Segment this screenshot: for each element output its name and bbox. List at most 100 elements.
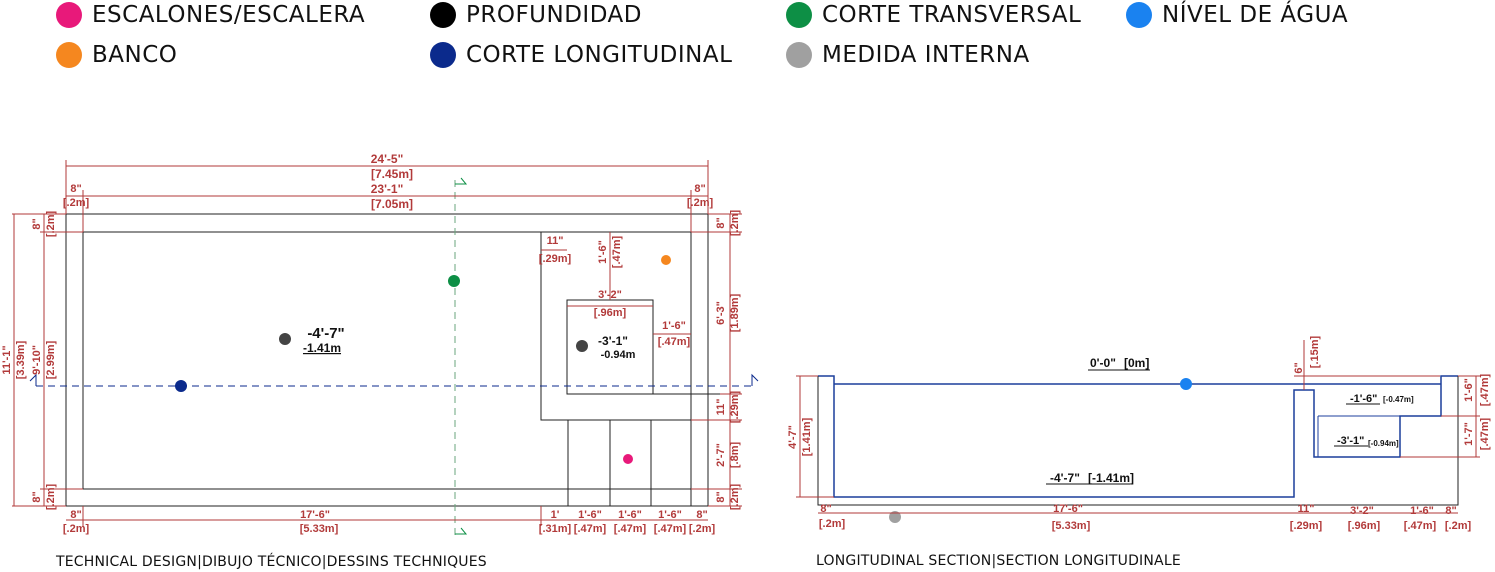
bench-gap-y-ft: 1'-6" [597,240,609,264]
water-level-m: [0m] [1124,356,1149,370]
wall-top-right-ft: 8" [715,217,727,228]
step2-ft: -3'-1" [1337,435,1364,447]
bench-side-m: [.47m] [658,336,691,348]
legend-item-bench: BANCO [56,42,177,68]
right-mid-ft: 11" [715,399,727,416]
bench-width-m: [.96m] [594,307,627,319]
bench-side-ft: 1'-6" [662,320,686,332]
longitudinal-cut-marker [175,380,187,392]
section-view: 0'-0" [0m] -4'-7" [-1.41m] -1'-6" [-0.47… [787,335,1491,532]
bench-gap-x-m: [.29m] [539,253,572,265]
legend-item-depth: PROFUNDIDAD [430,2,642,28]
plan-view: 24'-5" [7.45m] 23'-1" [7.05m] 8" [.2m] 8… [1,152,759,540]
right-upper-m: [1.89m] [729,293,741,332]
legend-label: ESCALONES/ESCALERA [92,2,366,28]
right-upper-ft: 1'-6" [1463,378,1475,402]
cut-arrow-icon [751,373,759,386]
step1-m: [-0.47m] [1383,395,1414,404]
bottom-gap-ft: 11" [1298,503,1315,515]
bottom-step-ft: 1'-6" [658,509,682,521]
right-lower-ft: 2'-7" [715,443,727,467]
bottom-wall-left-ft: 8" [820,503,831,515]
right-lower-m: [.8m] [729,442,741,469]
longitudinal-cut-color-dot [430,42,456,68]
legend-item-transversal-cut: CORTE TRANSVERSAL [786,2,1081,28]
step2-m: [-0.94m] [1368,439,1399,448]
bench-width-ft: 3'-2" [598,289,622,301]
section-caption: LONGITUDINAL SECTION|SECTION LONGITUDINA… [816,553,1181,569]
bottom-main-ft: 17'-6" [1053,503,1083,515]
bottom-step-ft: 1'-6" [1410,505,1434,517]
bottom-gap-m: [.29m] [1290,520,1323,532]
steps-color-dot [56,2,82,28]
depth-main-m: -1.41m [303,341,341,355]
section-profile [818,375,1458,498]
wall-left-m: [.2m] [63,197,90,209]
bench-outline [540,232,691,421]
bench-marker [661,255,671,265]
bottom-main-m: [5.33m] [300,523,339,535]
wall-right-m: [.2m] [687,197,714,209]
depth-main-ft: -4'-7" [1050,471,1080,485]
legend-item-water-level: NÍVEL DE ÁGUA [1126,2,1348,28]
right-upper-ft: 6'-3" [715,301,727,325]
internal-measure-color-dot [786,42,812,68]
depth-marker [279,333,291,345]
water-level-color-dot [1126,2,1152,28]
bottom-step-m: [.47m] [654,523,687,535]
overall-width-m: [7.45m] [371,167,413,181]
transversal-cut-marker [448,275,460,287]
bench-color-dot [56,42,82,68]
bottom-wall-right-m: [.2m] [1445,520,1472,532]
inner-width-m: [7.05m] [371,197,413,211]
overall-width-ft: 24'-5" [371,152,404,166]
bottom-step-m: [.31m] [539,523,572,535]
legend-item-internal-measure: MEDIDA INTERNA [786,42,1030,68]
legend-label: NÍVEL DE ÁGUA [1162,2,1349,28]
right-lower-m: [.47m] [1479,417,1491,450]
legend-label: MEDIDA INTERNA [822,42,1030,68]
steps-marker [623,454,633,464]
overall-height-m: [3.39m] [15,340,27,379]
water-level-marker [1180,378,1192,390]
bottom-main-m: [5.33m] [1052,520,1091,532]
section-outer-outline [817,376,1459,506]
legend-label: PROFUNDIDAD [466,2,642,28]
bottom-step-m: [.47m] [614,523,647,535]
bottom-bench-ft: 3'-2" [1350,505,1374,517]
wall-bottom-right-ft: 8" [715,491,727,502]
bench-gap-x-ft: 11" [547,235,564,247]
pool-inner-outline [82,231,692,490]
depth-main-m: [-1.41m] [1088,471,1134,485]
depth-bench-ft: -3'-1" [598,334,628,348]
bottom-wall-left-m: [.2m] [63,523,90,535]
cut-arrow-icon [455,527,468,535]
legend-label: CORTE TRANSVERSAL [822,2,1082,28]
depth-marker [576,340,588,352]
top-offset-ft: 6" [1293,362,1305,373]
right-lower-ft: 1'-7" [1463,422,1475,446]
bottom-wall-left-ft: 8" [70,509,81,521]
wall-bottom-left-m: [.2m] [45,484,57,511]
wall-top-left-m: [.2m] [45,211,57,238]
wall-bottom-right-m: [.2m] [729,484,741,511]
bottom-wall-right-ft: 8" [1445,505,1456,517]
legend-label: BANCO [92,42,178,68]
bottom-step-ft: 8" [696,509,707,521]
inner-height-m: [2.99m] [45,340,57,379]
internal-measure-marker [889,511,901,523]
inner-height-ft: 9'-10" [31,345,43,375]
wall-bottom-left-ft: 8" [31,491,43,502]
bottom-step-ft: 1' [551,509,560,521]
top-offset-m: [.15m] [1309,335,1321,368]
right-mid-m: [.29m] [729,390,741,423]
bottom-step-m: [.2m] [689,523,716,535]
overall-height-ft: 11'-1" [1,345,13,374]
depth-bench-m: -0.94m [601,349,636,361]
legend-item-longitudinal-cut: CORTE LONGITUDINAL [430,42,732,68]
pool-outer-outline [65,213,709,507]
bottom-step-m: [.47m] [1404,520,1437,532]
plan-caption: TECHNICAL DESIGN|DIBUJO TÉCNICO|DESSINS … [56,554,487,570]
bottom-step-m: [.47m] [574,523,607,535]
cut-arrow-icon [29,373,37,386]
